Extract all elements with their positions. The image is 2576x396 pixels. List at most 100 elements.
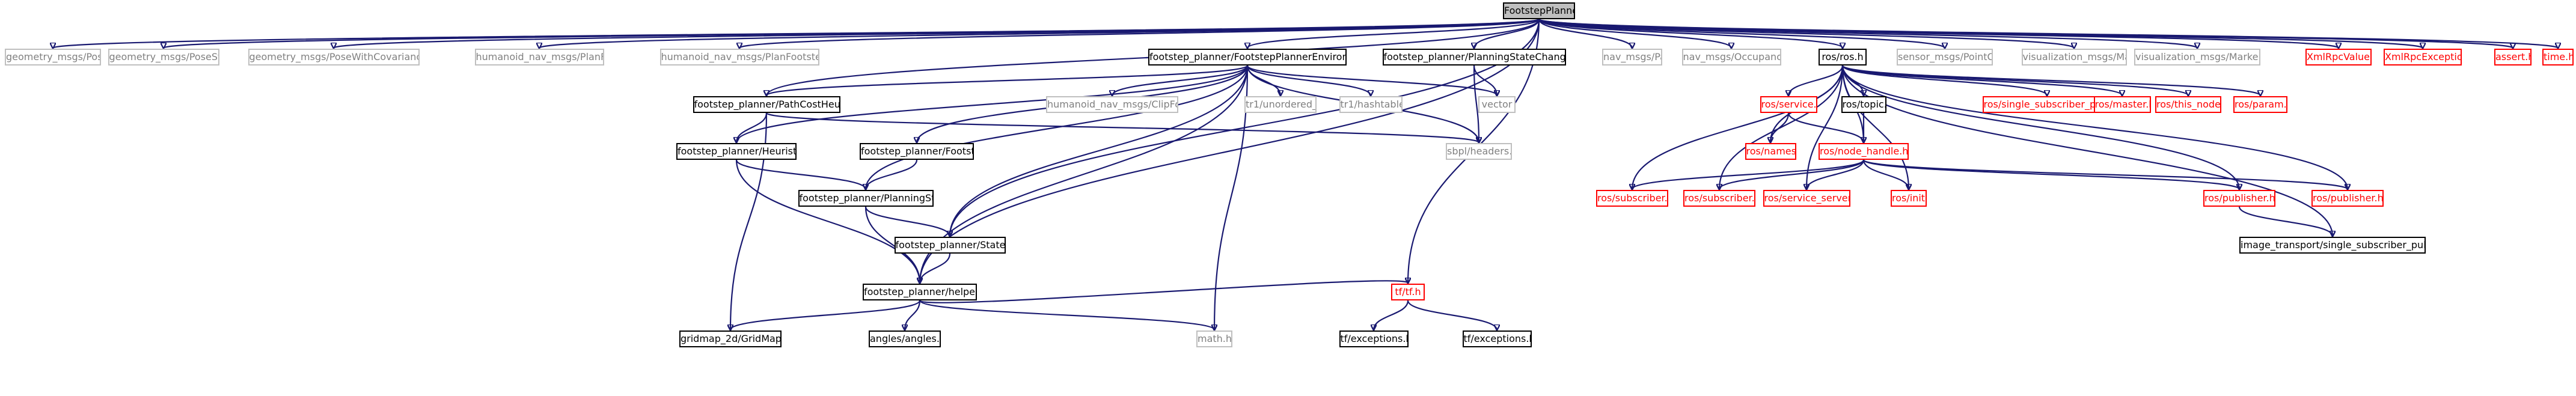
edge-root-to-xmlvalue <box>1538 18 2339 48</box>
node-state[interactable]: footstep_planner/State.h <box>894 237 1006 254</box>
node-xmlexc: XmlRpcException.h <box>2384 49 2462 65</box>
edge-root-to-navpath <box>1538 19 1632 48</box>
node-subscriber1: ros/subscriber.h <box>1596 190 1668 207</box>
node-nodehandle: ros/node_handle.h <box>1819 143 1909 160</box>
node-xmlvalue: XmlRpcValue.h <box>2305 49 2372 65</box>
node-planfootstepsbf: humanoid_nav_msgs/PlanFootstepsBetweenFe… <box>659 49 819 65</box>
edge-rosh-to-publisher2 <box>1841 65 2348 189</box>
node-pointcloud: sensor_msgs/PointCloud.h <box>1897 49 1993 65</box>
node-root[interactable]: FootstepPlanner.h <box>1503 2 1575 19</box>
edge-rosh-to-publisher1 <box>1841 65 2239 189</box>
edge-env-to-clipfootstep <box>1112 65 1249 96</box>
edge-nodehandle-to-init <box>1862 159 1909 189</box>
edge-service-to-nodehandle <box>1787 112 1864 142</box>
node-angles[interactable]: angles/angles.h <box>869 331 941 347</box>
edge-rosh-to-subscriber2 <box>1719 65 1844 189</box>
edge-root-to-env <box>1247 18 1540 48</box>
node-clipfootstep: humanoid_nav_msgs/ClipFootstep.h <box>1046 96 1178 113</box>
edge-root-to-occgrid <box>1538 19 1731 48</box>
edge-nodehandle-to-subscriber2 <box>1719 159 1865 189</box>
node-heuristic[interactable]: footstep_planner/Heuristic.h <box>676 143 797 160</box>
node-tfexc2[interactable]: tf/exceptions.h <box>1462 331 1532 347</box>
edge-env-to-mathh <box>1214 65 1249 330</box>
node-names: ros/names.h <box>1745 143 1796 160</box>
node-unordered: tr1/unordered_set <box>1244 96 1317 113</box>
edge-nodehandle-to-publisher1 <box>1862 159 2239 189</box>
edge-env-to-vector <box>1246 64 1497 96</box>
node-service: ros/service.h <box>1760 96 1817 113</box>
node-tftf: tf/tf.h <box>1391 284 1425 300</box>
edge-rosh-to-master <box>1841 64 2122 96</box>
edge-helper-to-tftf <box>919 281 1408 303</box>
node-param: ros/param.h <box>2233 96 2287 113</box>
edge-service-to-names <box>1770 112 1790 142</box>
edge-rosh-to-param <box>1841 64 2260 96</box>
edge-rosh-to-subscriber1 <box>1632 65 1844 189</box>
edge-rosh-to-singlesub <box>1841 65 2047 96</box>
node-footstep[interactable]: footstep_planner/Footstep.h <box>860 143 974 160</box>
node-publisher1: ros/publisher.h <box>2203 190 2275 207</box>
node-posecov: geometry_msgs/PoseWithCovarianceStamped.… <box>248 49 420 65</box>
node-imgtransport[interactable]: image_transport/single_subscriber_publis… <box>2239 237 2426 254</box>
node-planfootsteps: humanoid_nav_msgs/PlanFootsteps.h <box>474 49 604 65</box>
edge-pathcost-to-heuristic <box>736 112 768 142</box>
node-occgrid: nav_msgs/OccupancyGrid.h <box>1681 49 1781 65</box>
node-asserth: assert.h <box>2494 49 2532 65</box>
edge-rosh-to-service <box>1788 65 1844 96</box>
node-timeh: time.h <box>2542 49 2574 65</box>
node-helper[interactable]: footstep_planner/helper.h <box>863 284 977 300</box>
edge-env-to-state <box>950 65 1249 236</box>
node-markerarray: visualization_msgs/MarkerArray.h <box>2134 49 2260 65</box>
edge-env-to-pathcost <box>766 64 1249 96</box>
edge-nodehandle-to-publisher2 <box>1862 159 2348 189</box>
edge-rosh-to-thisnode <box>1841 64 2188 96</box>
edge-nodehandle-to-serviceserver <box>1807 159 1865 189</box>
edge-state-to-helper <box>920 253 951 283</box>
edge-changequery-to-sbpl <box>1473 65 1479 142</box>
edge-helper-to-mathh <box>919 299 1214 330</box>
node-thisnode: ros/this_node.h <box>2155 96 2221 113</box>
node-marker: visualization_msgs/Marker.h <box>2021 49 2127 65</box>
edge-root-to-posecov <box>334 18 1540 48</box>
edge-nodehandle-to-subscriber1 <box>1632 159 1865 189</box>
edge-heuristic-to-helper <box>735 159 920 283</box>
edge-env-to-planningstate <box>866 65 1249 189</box>
node-master: ros/master.h <box>2093 96 2151 113</box>
node-topic[interactable]: ros/topic.h <box>1841 96 1886 113</box>
edge-root-to-timeh <box>1538 18 2558 48</box>
node-sbpl: sbpl/headers.h <box>1446 143 1512 160</box>
edge-env-to-hashtable <box>1246 65 1371 96</box>
edge-pathcost-to-sbpl <box>765 112 1479 142</box>
edge-helper-to-gridmap <box>730 300 921 330</box>
edge-tftf-to-tfexc1 <box>1374 300 1409 330</box>
node-rosh[interactable]: ros/ros.h <box>1819 49 1867 65</box>
edge-root-to-planfootstepsbf <box>739 18 1540 48</box>
edge-heuristic-to-planningstate <box>735 159 866 189</box>
node-pose: geometry_msgs/Pose.h <box>5 49 101 65</box>
edge-helper-to-angles <box>905 300 921 330</box>
node-init: ros/init.h <box>1891 190 1927 207</box>
node-gridmap[interactable]: gridmap_2d/GridMap2D.h <box>679 331 782 347</box>
edge-root-to-xmlexc <box>1538 18 2423 48</box>
node-planningstate[interactable]: footstep_planner/PlanningState.h <box>798 190 934 207</box>
node-hashtable: tr1/hashtable.h <box>1339 96 1403 113</box>
node-subscriber2: ros/subscriber.h <box>1683 190 1755 207</box>
edge-tftf-to-tfexc2 <box>1407 300 1497 330</box>
node-mathh: math.h <box>1196 331 1232 347</box>
node-singlesub: ros/single_subscriber_publisher.h <box>1982 96 2112 113</box>
edge-planningstate-to-state <box>864 206 950 236</box>
node-vector: vector <box>1478 96 1516 113</box>
node-posestamped: geometry_msgs/PoseStamped.h <box>108 49 219 65</box>
node-changequery[interactable]: footstep_planner/PlanningStateChangeQuer… <box>1382 49 1566 65</box>
edge-planningstate-to-helper <box>864 206 920 283</box>
edge-rosh-to-init <box>1841 65 1909 189</box>
node-env[interactable]: footstep_planner/FootstepPlannerEnvironm… <box>1148 49 1347 65</box>
edge-footstep-to-planningstate <box>866 159 918 189</box>
node-pathcost[interactable]: footstep_planner/PathCostHeuristic.h <box>693 96 840 113</box>
node-navpath: nav_msgs/Path.h <box>1602 49 1662 65</box>
node-tfexc1[interactable]: tf/exceptions.h <box>1339 331 1409 347</box>
edge-root-to-helper <box>920 19 1540 283</box>
node-publisher2: ros/publisher.h <box>2311 190 2384 207</box>
